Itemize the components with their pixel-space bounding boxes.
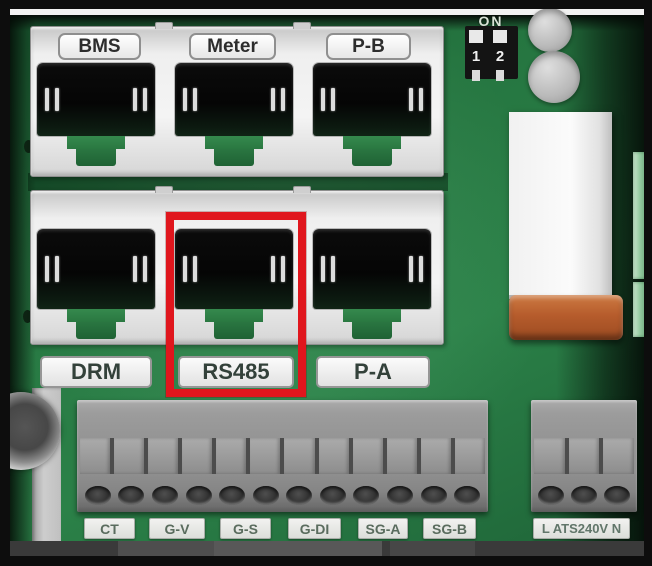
photo-border [0,556,652,566]
dip-switch-body: 1 2 [465,26,518,81]
shadow-blob [390,541,475,558]
highlight-box-rs485 [166,212,306,397]
dip-on-label: ON [478,13,504,29]
dip-switch-1-toggle [469,30,483,43]
round-pad [528,8,572,52]
port-label-bms: BMS [58,33,141,60]
orange-component [509,295,623,340]
solder-bump [23,310,32,323]
rj45-jack-pa [313,229,431,339]
terminal-label-ct: CT [84,518,135,539]
shadow-blob [214,541,382,558]
bracket-tab [293,186,311,193]
rj45-jack-rs485 [175,229,293,339]
rj45-bracket-bottom [30,186,444,345]
terminal-label-sga: SG-A [358,518,408,539]
terminal-block-main [77,400,488,512]
dip-switch-1-label: 1 [471,48,481,65]
bracket-tab [155,186,173,193]
mounting-screw [0,392,60,470]
terminal-screws [535,484,633,506]
terminal-label-gdi: G-DI [288,518,341,539]
shadow-blob [118,541,214,558]
rj45-jack-drm [37,229,155,339]
rj45-jack-bms [37,63,155,166]
dip-switch-2-toggle [493,30,507,43]
port-label-drm: DRM [40,356,152,388]
solder-bump [24,140,33,153]
terminal-screws [81,484,484,506]
port-label-pb: P-B [326,33,411,60]
port-label-pa: P-A [316,356,430,388]
rj45-bracket-top: BMS Meter P-B [30,22,444,177]
dip-switch: ON 1 2 [462,13,522,81]
dip-leg [472,70,480,81]
photo-border [0,0,10,566]
round-pad [528,51,580,103]
terminal-label-gv: G-V [149,518,205,539]
enclosure-edge-strip [10,9,645,15]
photo-border [0,0,652,9]
photo-border [644,0,652,566]
rj45-jack-meter [175,63,293,166]
dip-leg [496,70,504,81]
port-label-meter: Meter [189,33,276,60]
terminal-label-ats240v: L ATS240V N [533,518,630,539]
terminal-label-sgb: SG-B [423,518,476,539]
dip-switch-2-label: 2 [495,48,505,65]
bracket-tab [293,22,311,29]
bracket-tab [155,22,173,29]
terminal-dividers [80,438,485,474]
shadow-between-brackets [28,173,448,191]
relay-component [509,112,612,299]
terminal-dividers [534,438,635,474]
rj45-jack-pb [313,63,431,166]
terminal-block-ats [531,400,637,512]
terminal-label-gs: G-S [220,518,271,539]
port-label-rs485: RS485 [178,356,294,388]
